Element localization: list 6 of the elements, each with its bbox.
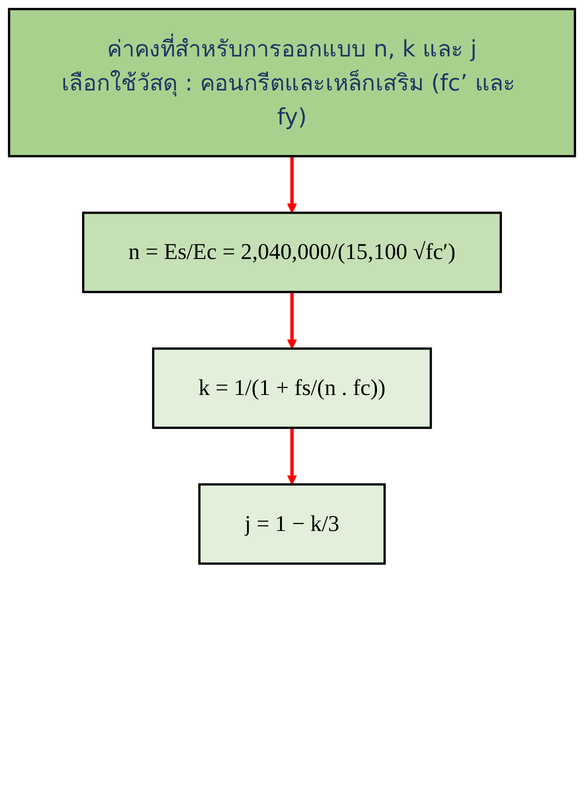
node-box: k = 1/(1 + fs/(n . fc)) [152,347,432,429]
arrow [287,156,297,214]
node-box: n = Es/Ec = 2,040,000/(15,100 √fc′) [82,212,502,294]
arrow [287,428,297,485]
node-box: ค่าคงที่สำหรับการออกแบบ n, k และ j เลือกใช้วัสดุ : คอนกรีตและเหล็กเสริม (fc’ และ fy) [8,8,576,158]
arrow [287,292,297,350]
